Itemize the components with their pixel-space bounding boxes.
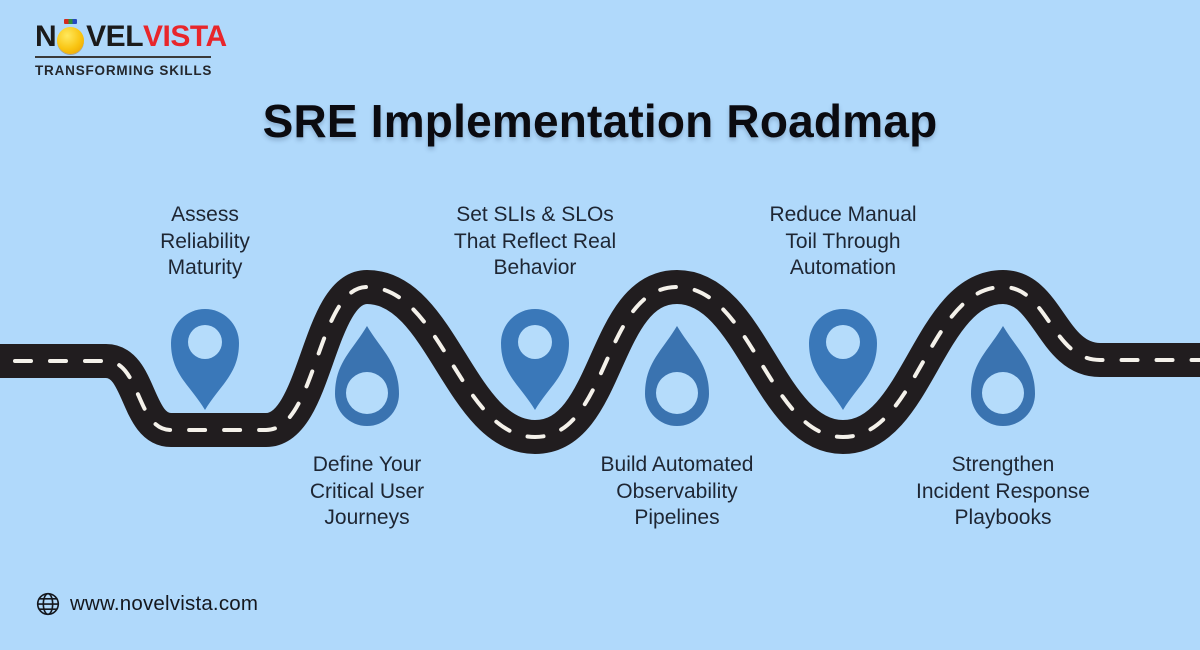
logo-tagline: TRANSFORMING SKILLS [35, 63, 213, 78]
location-pin-step-6 [971, 326, 1035, 426]
step-label-strengthen-incident-response: Strengthen Incident Response Playbooks [916, 453, 1090, 529]
novelvista-logo: N VEL VISTA TRANSFORMING SKILLS [35, 19, 227, 78]
lightbulb-bulb [57, 27, 85, 54]
pin-hole [656, 372, 698, 414]
location-pin-step-4 [645, 326, 709, 426]
lightbulb-o-icon [57, 19, 85, 54]
globe-icon [36, 592, 60, 616]
road-center-dash-line [0, 284, 1200, 440]
logo-text-vista: VISTA [143, 20, 227, 53]
logo-divider [35, 56, 211, 58]
pin-hole [982, 372, 1024, 414]
step-label-set-slis-slos: Set SLIs & SLOs That Reflect Real Behavi… [453, 203, 617, 279]
lightbulb-filament-strip [64, 19, 78, 24]
pin-hole [346, 372, 388, 414]
pin-hole [188, 325, 222, 359]
footer: www.novelvista.com [35, 591, 258, 617]
location-pin-step-1 [171, 309, 239, 410]
location-pin-step-2 [335, 326, 399, 426]
location-pin-step-3 [501, 309, 569, 410]
logo-text-n: N [35, 20, 57, 53]
step-label-define-critical-user-journeys: Define Your Critical User Journeys [309, 453, 425, 529]
logo-text-vel: VEL [86, 20, 144, 53]
pin-hole [826, 325, 860, 359]
step-label-reduce-manual-toil: Reduce Manual Toil Through Automation [769, 203, 917, 279]
website-url: www.novelvista.com [70, 592, 259, 615]
page-title: SRE Implementation Roadmap [262, 95, 938, 147]
step-label-build-observability-pipelines: Build Automated Observability Pipelines [600, 453, 754, 529]
step-label-assess-reliability-maturity: Assess Reliability Maturity [160, 203, 250, 279]
location-pin-step-5 [809, 309, 877, 410]
pin-hole [518, 325, 552, 359]
